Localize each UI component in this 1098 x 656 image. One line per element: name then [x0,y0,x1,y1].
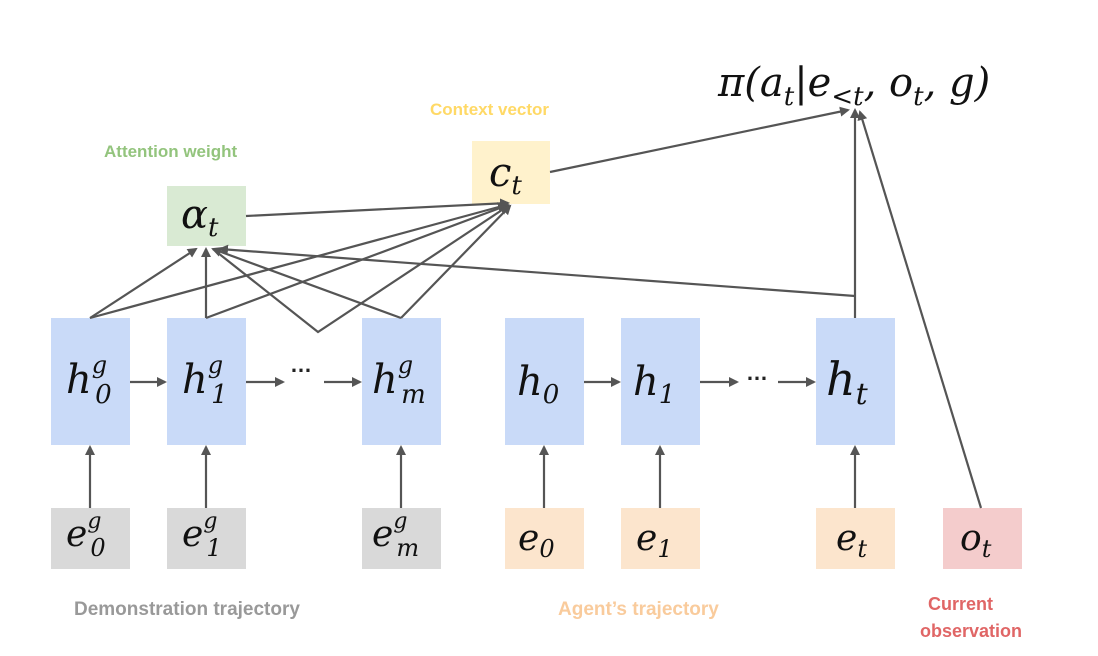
ot-symbol: ot [960,518,992,563]
emg-box [362,508,441,569]
arrow-hmg-context [400,204,512,319]
ht-box [816,318,895,445]
et-symbol: et [836,518,867,563]
e0-box [505,508,584,569]
e1-box [621,508,700,569]
context-vector-box [472,141,550,204]
e0-symbol: e0 [518,518,555,563]
policy-formula: π(at|e<t, ot, g) [717,60,990,112]
ellipsis-agent: … [746,360,768,385]
h0g-box [51,318,130,445]
hmg-box [362,318,441,445]
context-vector-symbol: ct [489,150,522,201]
ellipsis-demo: … [290,352,312,377]
h0-symbol: h0 [517,359,559,410]
arrow-context-policy [549,106,850,174]
arrow-h0g-context [89,202,508,320]
arrow-alpha-context [245,198,510,218]
arrow-h1g-context [205,203,510,320]
arrow-ot-policy [857,110,983,509]
agent-label: Agent’s trajectory [558,599,719,620]
arrow-h0g-alpha [89,247,198,319]
e1g-box [167,508,246,569]
h1g-box [167,318,246,445]
arrow-hmg-alpha [211,247,402,320]
context-vector-label: Context vector [430,100,549,119]
arrow-ht-alpha [218,244,856,298]
demonstration-label: Demonstration trajectory [74,599,300,620]
e0g-box [51,508,130,569]
h1-box [621,318,700,445]
et-box [816,508,895,569]
e1-symbol: e1 [636,518,673,563]
attention-weight-box [167,186,246,246]
attention-weight-symbol: αt [181,192,219,243]
h0-box [505,318,584,445]
current-label-line2: observation [920,621,1022,641]
attention-weight-label: Attention weight [104,142,237,161]
arrow-alpha-via-context [212,204,510,334]
h1-symbol: h1 [633,359,675,410]
ot-box [943,508,1022,569]
ht-symbol: ht [826,352,869,412]
current-label-line1: Current [928,594,993,614]
